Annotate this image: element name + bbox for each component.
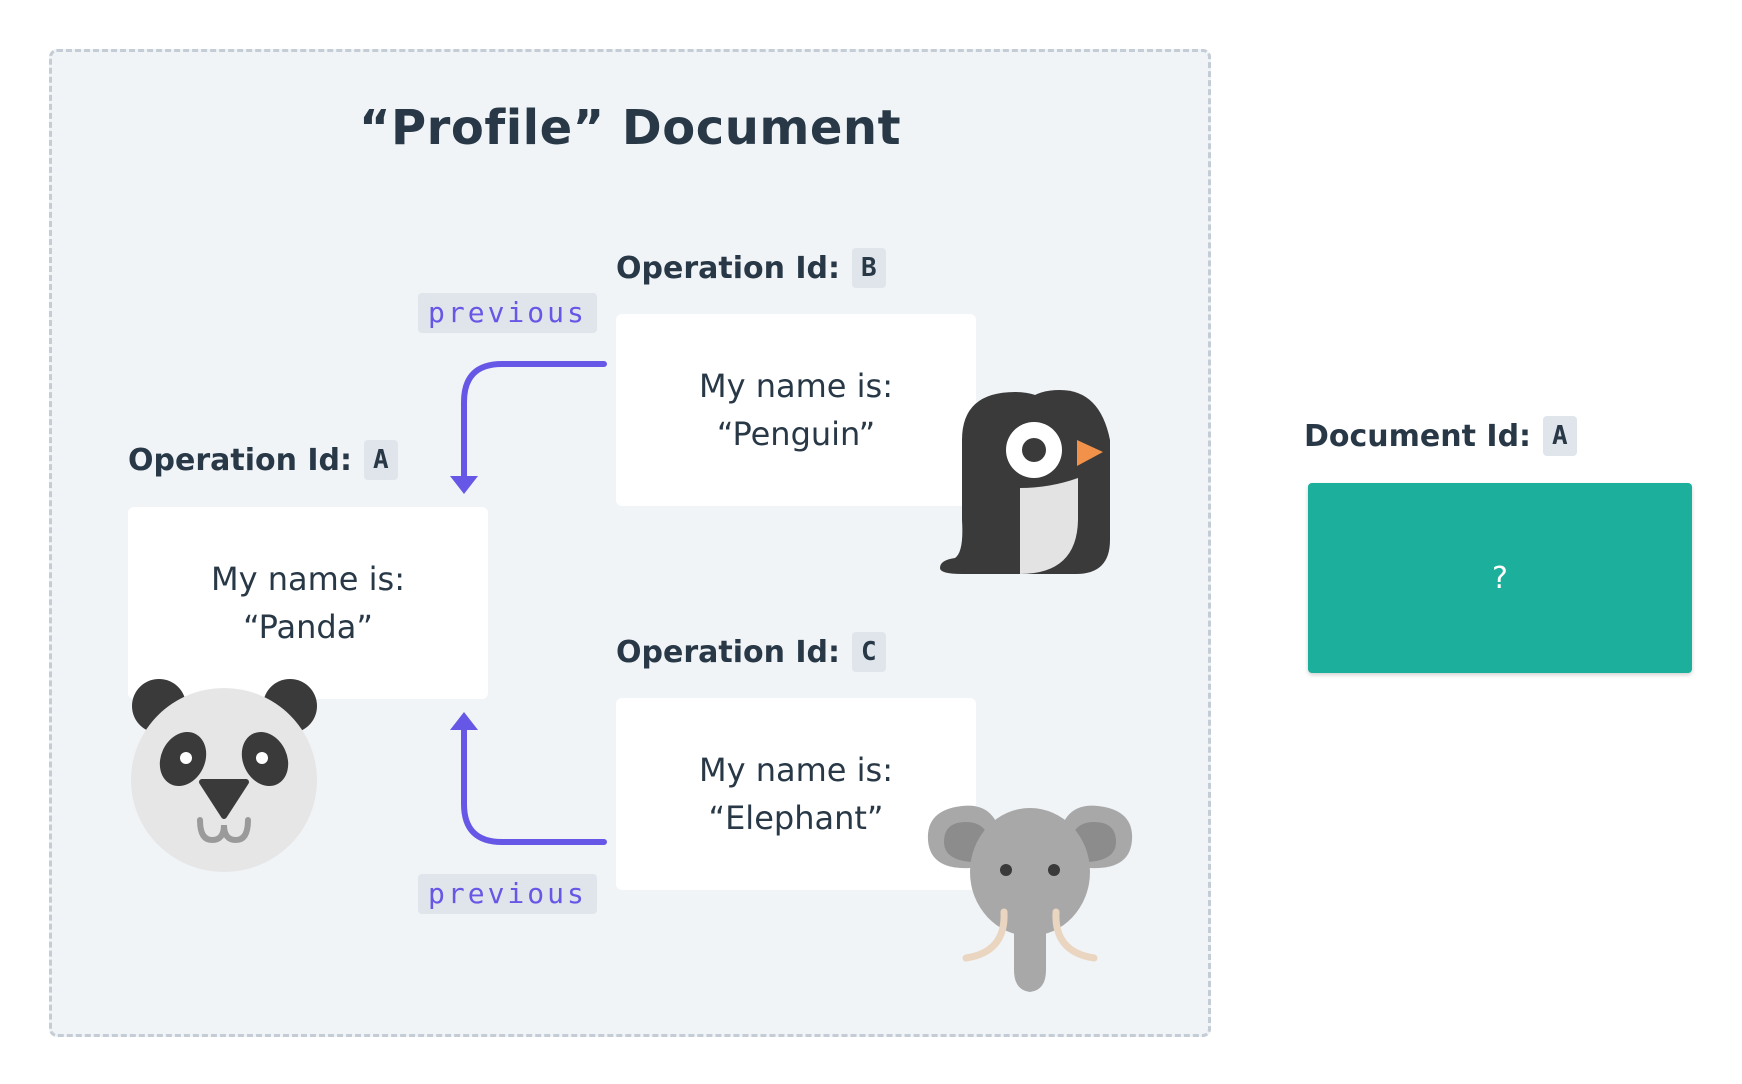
document-id-label: Document Id: A <box>1304 416 1577 456</box>
document-id-chip: A <box>1543 416 1577 456</box>
operation-id-chip: B <box>852 248 886 288</box>
card-line-label: My name is: <box>699 367 893 405</box>
previous-arrow-bottom <box>461 727 607 845</box>
card-line-label: My name is: <box>211 560 405 598</box>
operation-b-card: My name is: “Penguin” <box>616 314 976 506</box>
document-id-caption: Document Id: <box>1304 418 1532 454</box>
operation-a-label: Operation Id: A <box>128 440 398 480</box>
previous-link-label-top: previous <box>418 293 597 333</box>
operation-a-card: My name is: “Panda” <box>128 507 488 699</box>
operation-id-caption: Operation Id: <box>616 250 841 286</box>
operation-id-caption: Operation Id: <box>128 442 353 478</box>
card-line-value: “Penguin” <box>716 415 876 453</box>
operation-id-chip: C <box>852 632 886 672</box>
previous-link-label-bottom: previous <box>418 874 597 914</box>
operation-c-card: My name is: “Elephant” <box>616 698 976 890</box>
card-line-value: “Panda” <box>243 608 373 646</box>
operation-id-chip: A <box>364 440 398 480</box>
document-result-value: ? <box>1492 560 1508 596</box>
elephant-icon <box>927 805 1133 992</box>
panda-icon <box>131 679 317 872</box>
previous-arrow-top <box>461 361 607 479</box>
operation-c-label: Operation Id: C <box>616 632 886 672</box>
card-line-label: My name is: <box>699 751 893 789</box>
arrow-head-up <box>450 712 478 730</box>
document-title: “Profile” Document <box>358 100 902 156</box>
arrow-head-down <box>450 476 478 494</box>
penguin-icon <box>940 390 1110 574</box>
operation-id-caption: Operation Id: <box>616 634 841 670</box>
operation-b-label: Operation Id: B <box>616 248 886 288</box>
document-result-box: ? <box>1308 483 1692 673</box>
card-line-value: “Elephant” <box>708 799 884 837</box>
